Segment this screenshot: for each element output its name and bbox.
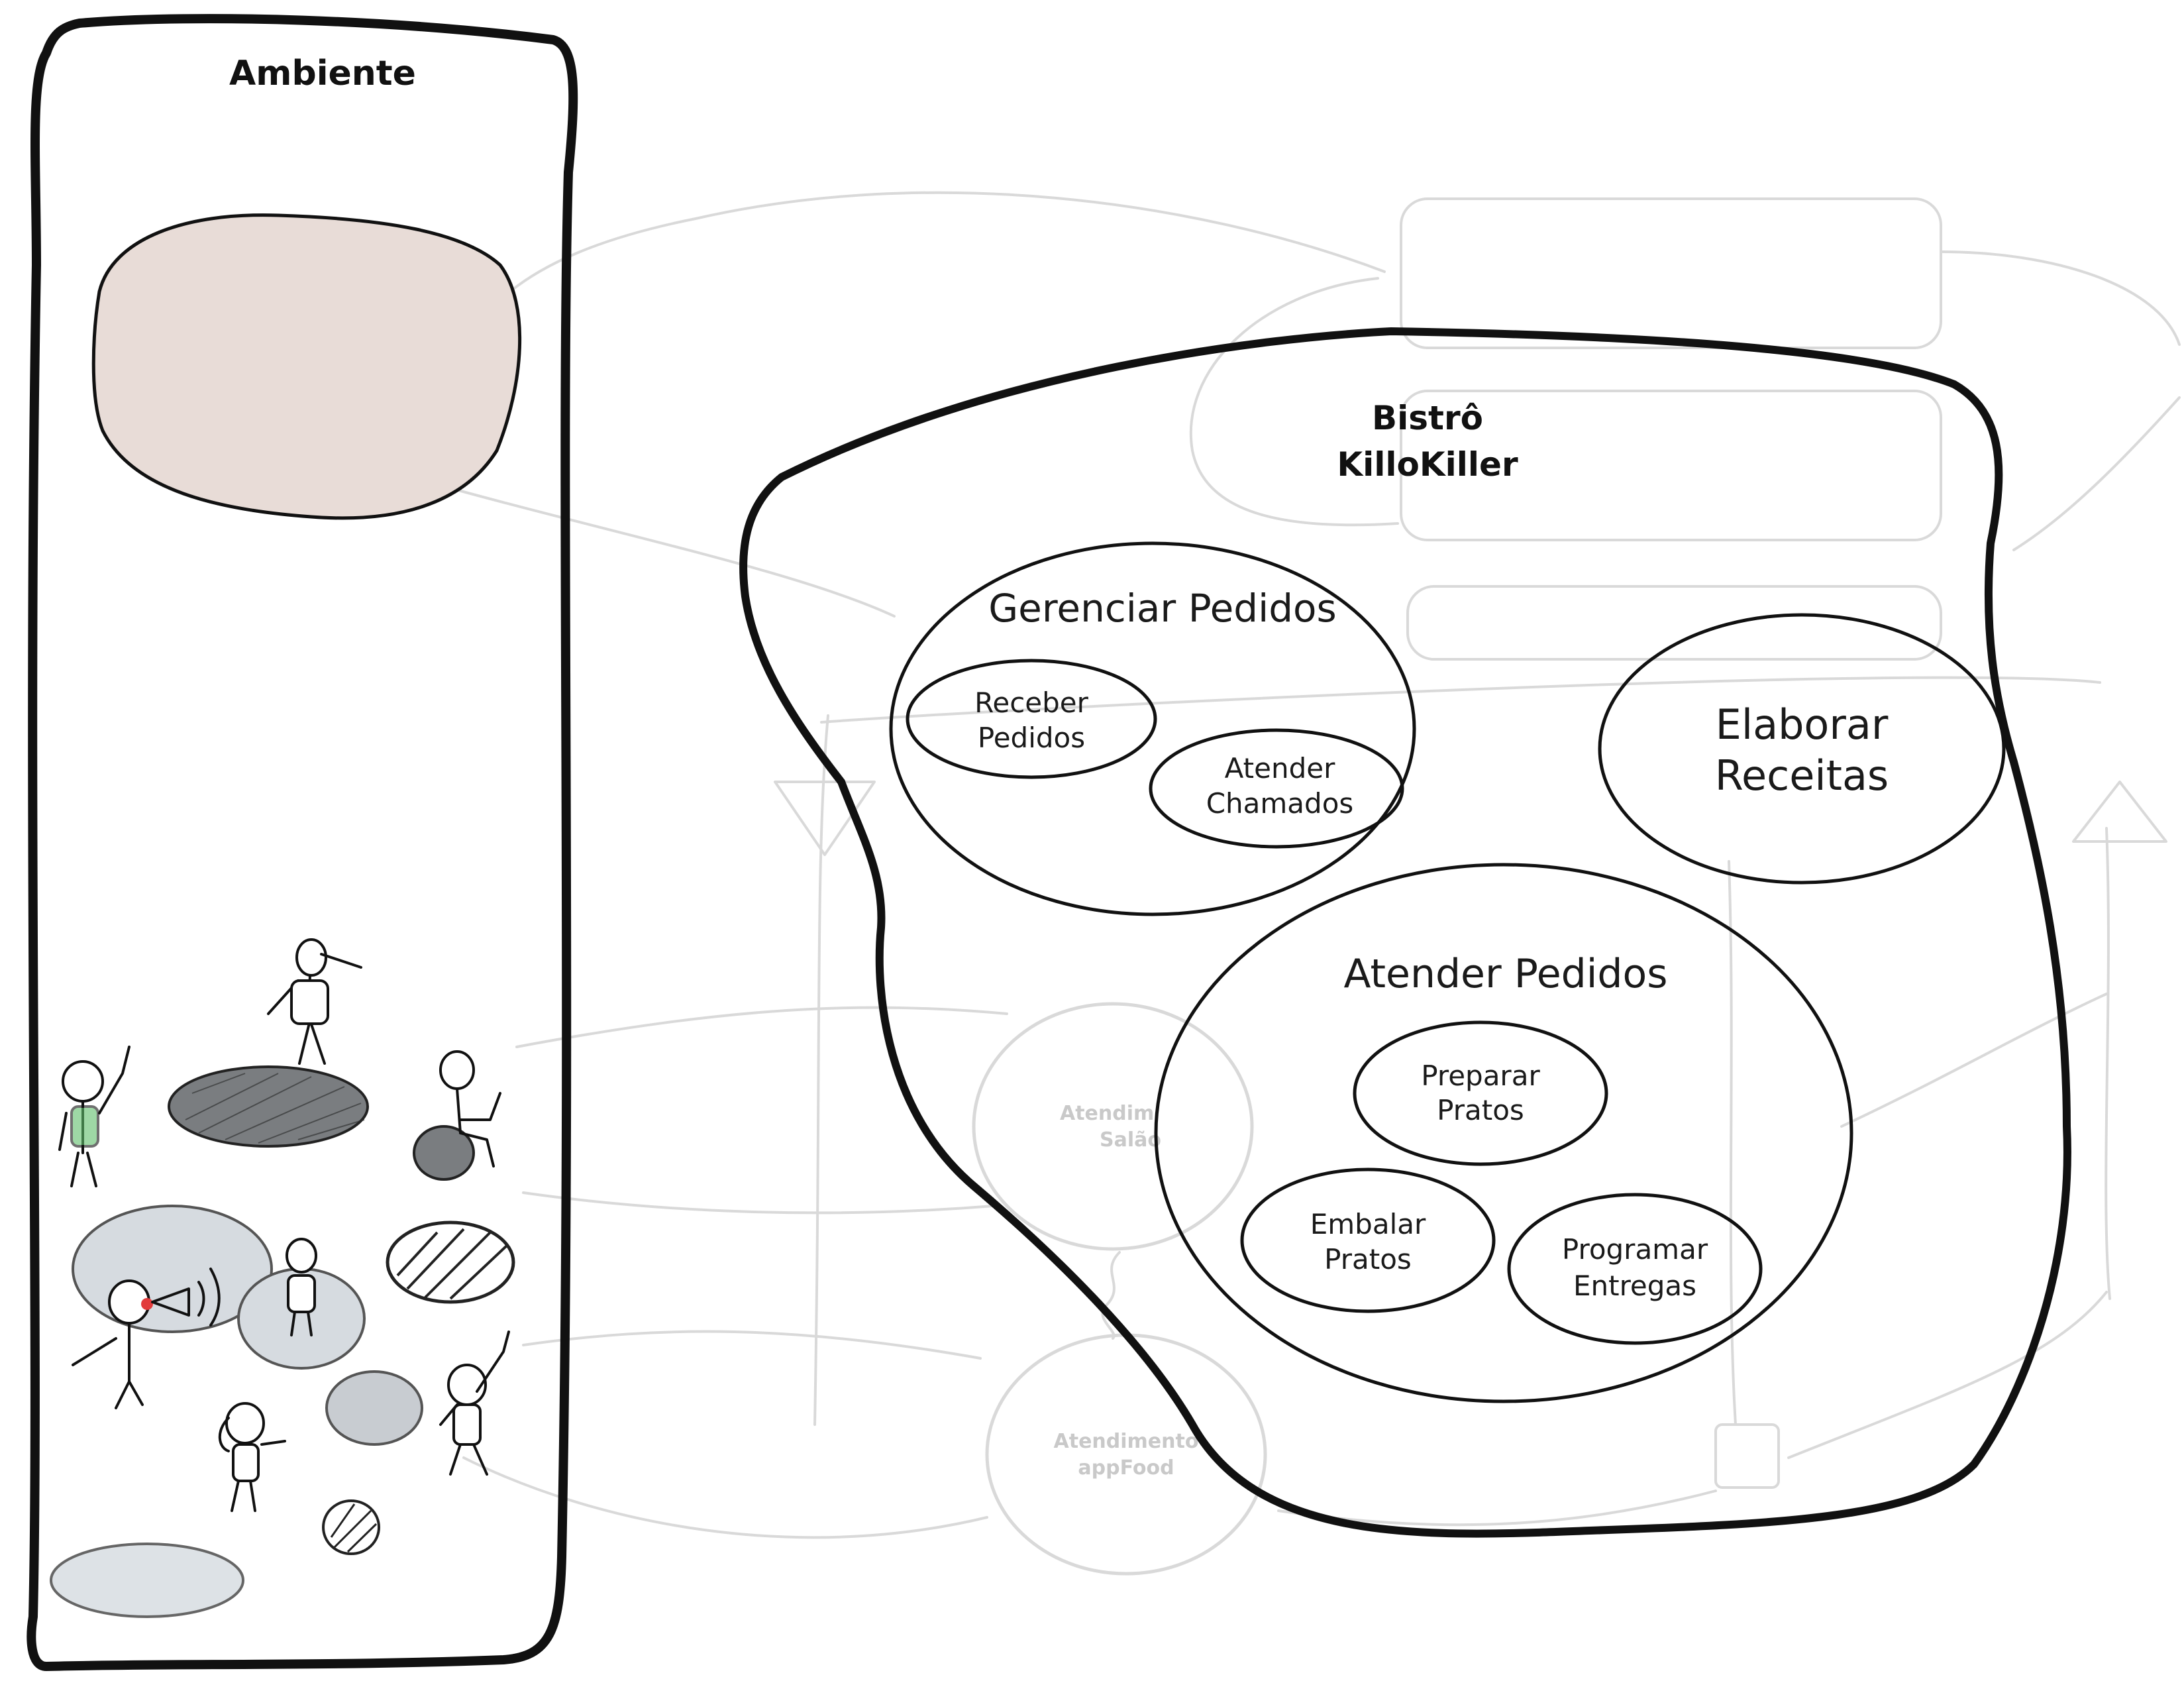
faded-frame-mid [1728, 860, 1737, 1426]
stick-figure-lookout [267, 938, 362, 1065]
faded-small-square [1714, 1423, 1780, 1489]
stakeholder-blob-grey-small [325, 1370, 423, 1446]
stick-figure-raising-hand [439, 1330, 510, 1476]
faded-triangle-right [2072, 781, 2167, 843]
faded-label-appfood-2: appFood [1078, 1456, 1174, 1480]
faded-circle-salon [972, 1002, 1254, 1251]
faded-arrow-2 [1189, 277, 1399, 527]
faded-label-salon-1: Atendim [1060, 1102, 1154, 1125]
faded-frame-right [2105, 827, 2111, 1300]
hatch-lines-3 [330, 1503, 378, 1553]
pack-dishes-line2: Pratos [1324, 1243, 1412, 1275]
stakeholder-blob-light [50, 1543, 244, 1618]
faded-frame-left [813, 714, 829, 1426]
manage-orders-circle [889, 541, 1416, 916]
faded-box-lower [1406, 585, 1942, 661]
faded-arrow-5 [409, 476, 896, 618]
prepare-dishes-line2: Pratos [1437, 1094, 1524, 1126]
environment-title: Ambiente [229, 54, 416, 93]
receive-orders-line2: Pedidos [978, 722, 1085, 754]
faded-arrow-6 [515, 1006, 1008, 1048]
pack-dishes-circle [1240, 1167, 1496, 1313]
stick-figure-confused [218, 1402, 286, 1512]
recipes-line2: Receitas [1715, 751, 1889, 800]
stick-figure-laptop [439, 1050, 501, 1167]
faded-arrow-8 [522, 1330, 982, 1360]
prepare-dishes-line1: Preparar [1421, 1059, 1540, 1092]
hatch-lines-2 [396, 1228, 508, 1300]
faded-arrow-9 [462, 1456, 988, 1539]
faded-arrow-4 [2012, 396, 2181, 551]
receive-orders-line1: Receber [974, 686, 1089, 719]
faded-squiggle [1101, 1251, 1121, 1340]
stakeholder-blob-hatched-2 [386, 1220, 515, 1304]
system-boundary-group: Bistrô KilloKiller Gerenciar Pedidos Rec… [739, 327, 2071, 1538]
answer-calls-line2: Chamados [1206, 787, 1354, 820]
capability-manage-orders: Gerenciar Pedidos Receber Pedidos Atende… [889, 541, 1416, 916]
manage-orders-title: Gerenciar Pedidos [988, 586, 1337, 631]
capability-serve-orders: Atender Pedidos Preparar Pratos Embalar … [1154, 863, 1853, 1403]
schedule-deliveries-line2: Entregas [1573, 1270, 1696, 1302]
faded-arrow-11 [1787, 1291, 2108, 1459]
prepare-dishes-circle [1353, 1020, 1608, 1166]
faded-label-appfood-1: Atendimento [1054, 1430, 1199, 1453]
system-title-line1: Bistrô [1372, 399, 1483, 437]
stakeholder-blob-dark [413, 1125, 475, 1181]
environment-boundary [26, 14, 578, 1671]
schedule-deliveries-circle [1507, 1193, 1763, 1345]
faded-triangle-left [774, 781, 876, 856]
faded-arrow-10 [1277, 1490, 1717, 1527]
faded-circle-appfood [985, 1333, 1267, 1576]
system-boundary [739, 327, 2071, 1538]
stick-figure-thinking [286, 1238, 317, 1336]
faded-arrow-1 [509, 191, 1386, 293]
serve-orders-circle [1154, 863, 1853, 1403]
answer-calls-circle [1149, 728, 1404, 849]
schedule-deliveries-line1: Programar [1562, 1233, 1708, 1266]
faded-arrow-7 [522, 1191, 995, 1215]
stick-figure-megaphone [72, 1268, 221, 1409]
environment-panel: Ambiente [26, 14, 578, 1671]
faded-arrow-12 [1840, 993, 2108, 1128]
background-faded-layer: Atendim Salão Atendimento appFood [409, 191, 2181, 1576]
faded-label-salon-2: Salão [1100, 1128, 1161, 1152]
system-title-line2: KilloKiller [1337, 445, 1518, 484]
stick-figure-waving [58, 1046, 130, 1187]
receive-orders-circle [906, 659, 1157, 779]
environment-blob [91, 213, 522, 520]
stakeholder-blob-hatched-3 [322, 1499, 380, 1555]
faded-box-middle [1400, 390, 1942, 541]
recipes-circle [1598, 613, 2006, 885]
serve-orders-title: Atender Pedidos [1344, 951, 1668, 997]
faded-box-top [1400, 197, 1942, 349]
answer-calls-line1: Atender [1225, 752, 1335, 785]
recipes-line1: Elaborar [1716, 700, 1889, 749]
stakeholder-blob-hatched-1 [168, 1065, 369, 1148]
faded-arrow-3 [1940, 250, 2181, 346]
hatch-lines-1 [185, 1073, 365, 1144]
capability-recipes: Elaborar Receitas [1598, 613, 2006, 885]
pack-dishes-line1: Embalar [1310, 1208, 1426, 1240]
